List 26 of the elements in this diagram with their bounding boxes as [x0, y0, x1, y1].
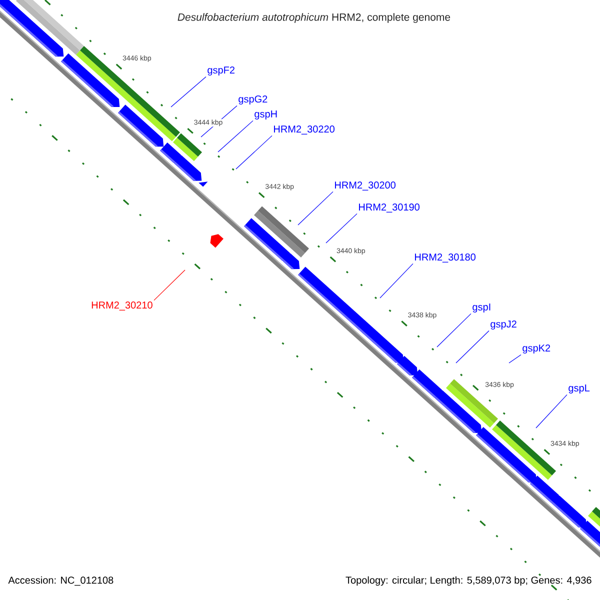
leader-line — [298, 191, 334, 226]
leader-line — [380, 263, 414, 298]
gene-label: gspK2 — [522, 344, 550, 354]
gene-label: HRM2_30220 — [274, 126, 334, 134]
gene-label: gspI — [472, 304, 490, 312]
leader-line — [154, 270, 186, 301]
leader-line — [436, 313, 472, 348]
gene-label: HRM2_30200 — [335, 182, 396, 190]
gene-label: gspH — [254, 110, 277, 120]
gene-label: HRM2_30180 — [415, 254, 476, 262]
genome-info-text: Topology: circular; Length: 5,589,073 bp; Genes: 4,936 — [346, 576, 592, 586]
leader-line — [456, 330, 490, 364]
leader-line — [326, 213, 358, 244]
gene-label: gspJ2 — [490, 320, 516, 330]
leader-line — [218, 120, 254, 152]
leader-line — [170, 76, 206, 108]
gene-label: gspG2 — [238, 95, 268, 105]
gene-label: HRM2_30210 — [92, 302, 152, 310]
gene-label: HRM2_30190 — [359, 204, 420, 212]
gene-label: gspL — [568, 384, 590, 394]
gene-label: gspF2 — [208, 66, 234, 76]
leader-line — [236, 135, 272, 170]
accession-text: Accession: NC_012108 — [8, 576, 114, 586]
leader-line — [536, 394, 568, 428]
title: Desulfobacterium autotrophicum HRM2, complete genome — [178, 13, 450, 23]
leader-line — [508, 354, 522, 364]
